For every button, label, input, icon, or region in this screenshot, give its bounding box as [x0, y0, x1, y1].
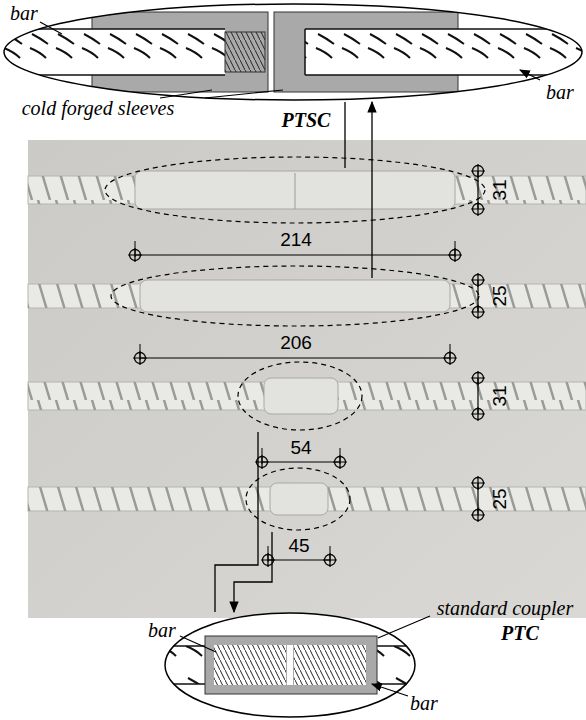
bar-label: bar: [410, 692, 438, 714]
coupler-name: PTC: [501, 622, 539, 644]
dimension: 31: [490, 385, 511, 406]
dimension: 31: [490, 179, 511, 200]
dimension: 206: [280, 333, 312, 354]
dimension: 25: [490, 285, 511, 306]
coupler-name: PTSC: [282, 109, 331, 131]
bar-label: bar: [148, 619, 176, 641]
dimension: 214: [280, 230, 312, 251]
coupler-label: standard coupler: [437, 597, 573, 619]
dimension: 45: [288, 536, 309, 557]
bar-label: bar: [546, 81, 574, 103]
bar-label: bar: [10, 2, 38, 24]
sleeve-label: cold forged sleeves: [22, 97, 175, 119]
dimension: 25: [490, 488, 511, 509]
dimension: 54: [290, 438, 311, 459]
